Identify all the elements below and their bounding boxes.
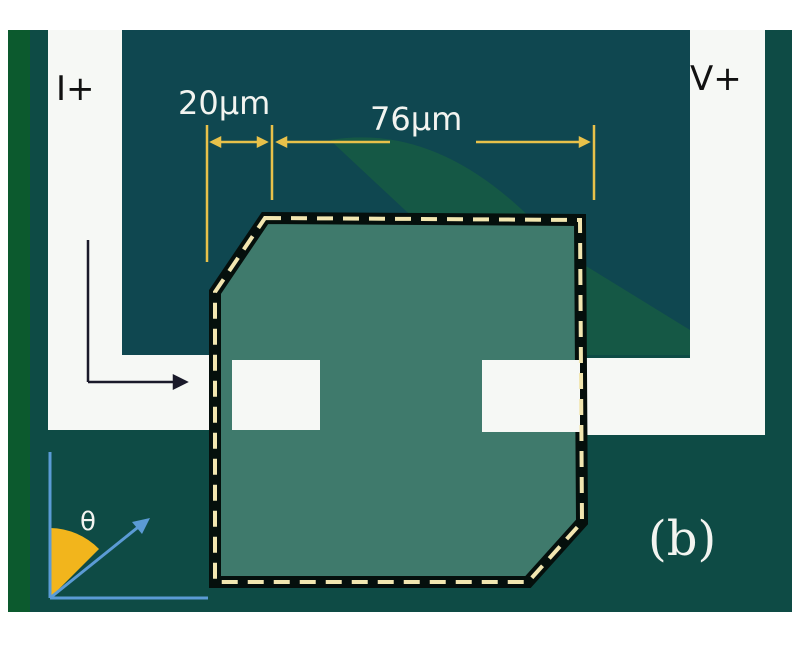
xy-axes-icon (86, 240, 189, 391)
right-electrode (480, 30, 765, 435)
angle-diagram (48, 452, 208, 600)
sample-outline-dashed (213, 215, 585, 584)
angle-arrow-head-icon (132, 518, 150, 534)
channel-dimension-label: 76µm (370, 100, 462, 138)
right-contact-pad (482, 360, 580, 432)
left-contact-pad (232, 360, 320, 430)
substrate-edge (8, 30, 30, 612)
dimension-annotations (205, 125, 596, 262)
panel-label: (b) (648, 511, 716, 567)
angle-theta-label: θ (80, 507, 96, 537)
left-electrode (48, 30, 320, 430)
current-terminal-label: I+ (56, 69, 95, 109)
voltage-terminal-label: V+ (690, 59, 742, 99)
angle-wedge (50, 528, 99, 598)
gap-dimension-label: 20µm (178, 84, 270, 122)
